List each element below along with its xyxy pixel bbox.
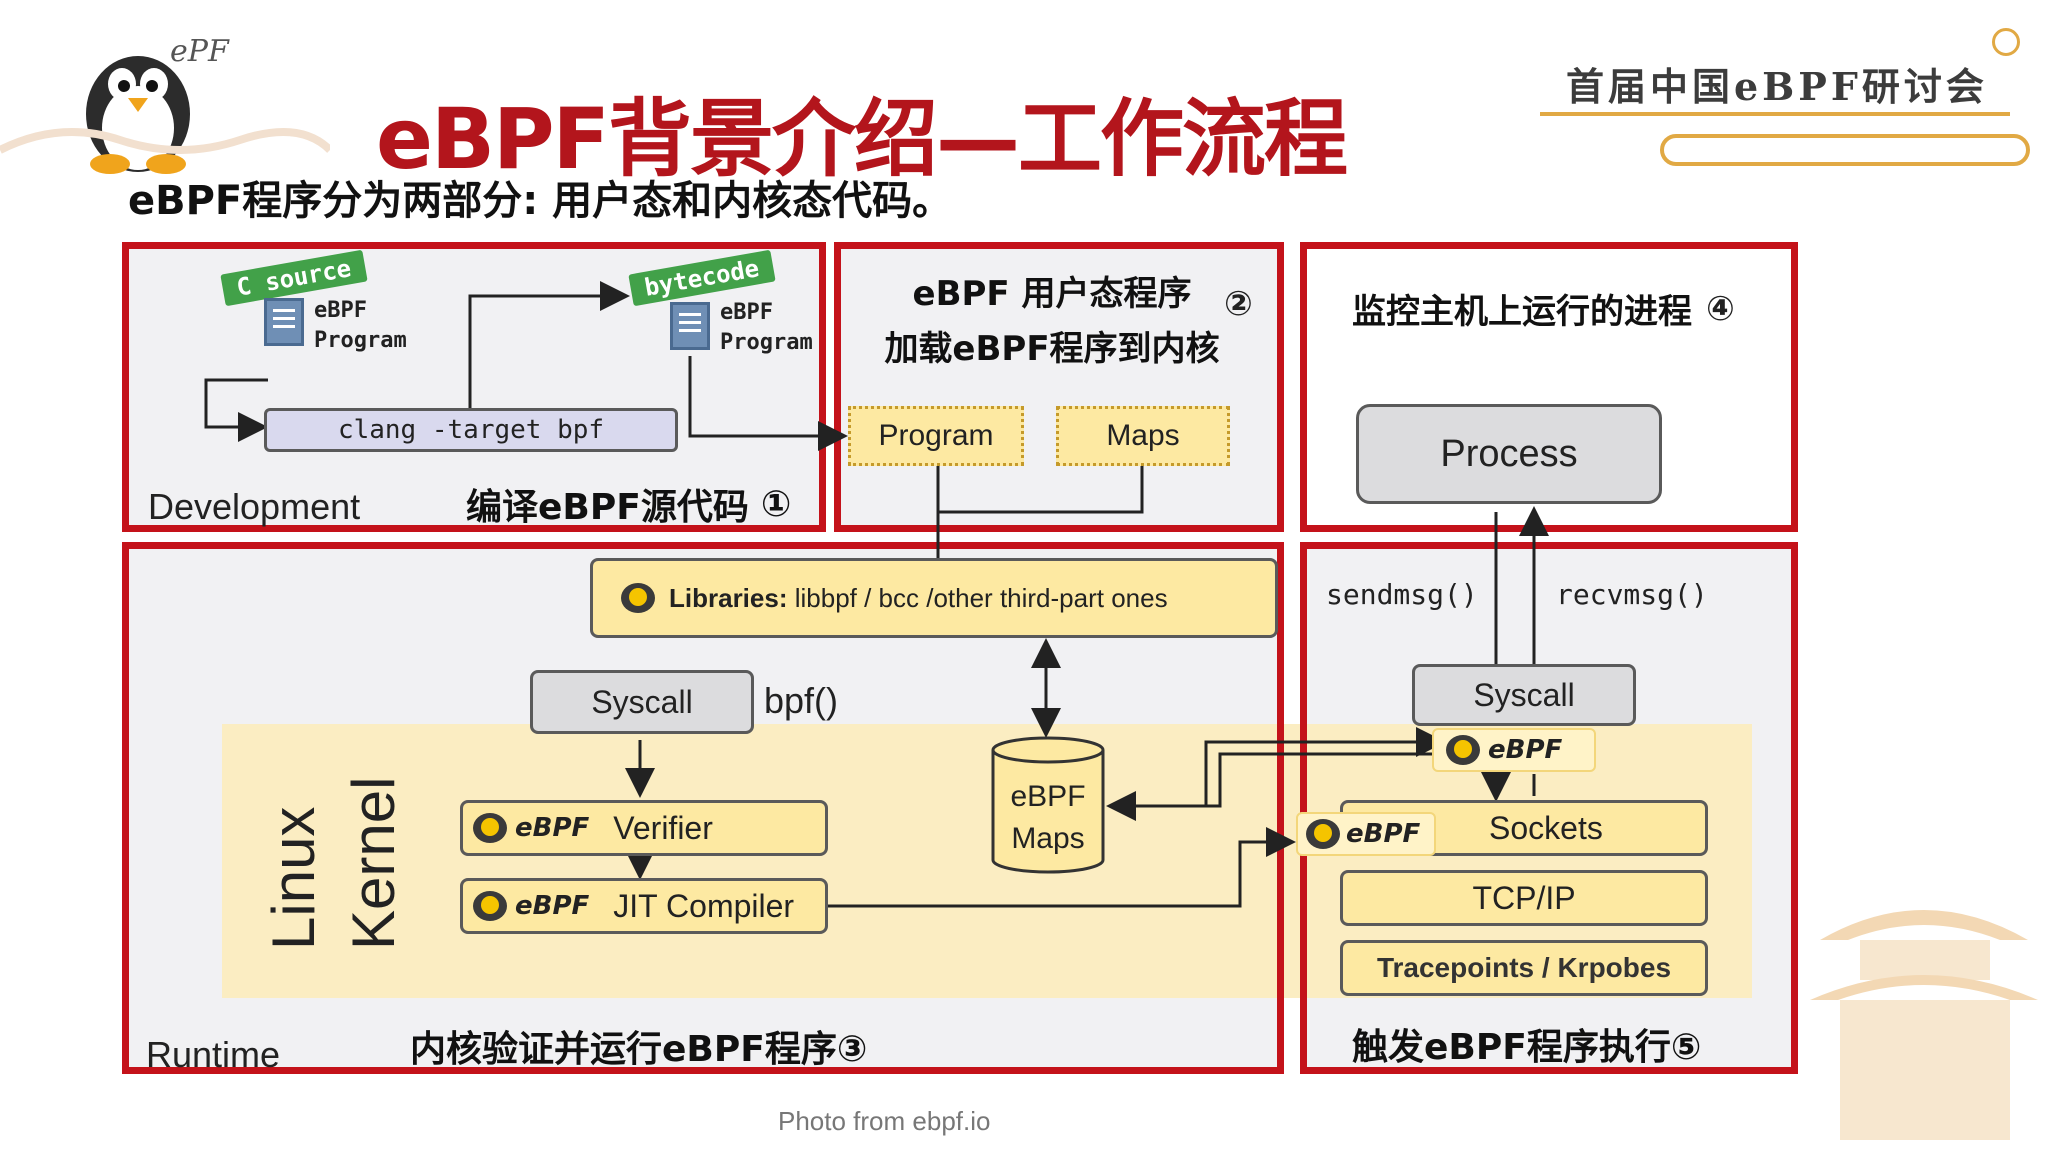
- clang-command: clang -target bpf: [337, 415, 605, 445]
- libraries-bold: Libraries:: [669, 582, 788, 613]
- bee-icon: [473, 813, 507, 843]
- trigger-ebpf-badge: eBPF: [1432, 728, 1596, 772]
- sockets-label: Sockets: [1489, 809, 1603, 846]
- bee-icon: [473, 891, 507, 921]
- trigger-syscall-box: Syscall: [1412, 664, 1636, 726]
- development-label: Development: [148, 486, 361, 527]
- clang-box: clang -target bpf: [264, 408, 678, 452]
- tcpip-box: TCP/IP: [1340, 870, 1708, 926]
- c-source-label-1: eBPF: [314, 298, 367, 323]
- ebpf-tag-verifier: eBPF: [515, 813, 590, 843]
- conference-title: 首届中国eBPF研讨会: [1566, 64, 1988, 109]
- verifier-box: eBPF Verifier: [460, 800, 828, 856]
- libraries-rest: libbpf / bcc /other third-part ones: [787, 582, 1168, 613]
- verifier-label: Verifier: [613, 809, 713, 846]
- step-1-number: ①: [760, 483, 792, 525]
- runtime-syscall-box: Syscall: [530, 670, 754, 734]
- userspace-frame: [834, 242, 1284, 532]
- runtime-frame: [122, 542, 1284, 1074]
- runtime-step: 内核验证并运行eBPF程序③: [410, 1029, 868, 1070]
- process-box: Process: [1356, 404, 1662, 504]
- userspace-maps-label: Maps: [1106, 419, 1180, 452]
- sockets-ebpf-badge: eBPF: [1296, 812, 1436, 856]
- linux-kernel-label: Linux Kernel: [254, 777, 414, 950]
- jit-label: JIT Compiler: [613, 887, 795, 924]
- userspace-line-2: 加载eBPF程序到内核: [884, 329, 1220, 369]
- process-label: Process: [1440, 432, 1578, 475]
- gold-ring-decoration: [1660, 134, 2030, 166]
- ebpf-tag-jit: eBPF: [515, 891, 590, 921]
- jit-compiler-box: eBPF JIT Compiler: [460, 878, 828, 934]
- tracepoints-box: Tracepoints / Krpobes: [1340, 940, 1708, 996]
- sendmsg-label: sendmsg(): [1326, 578, 1478, 611]
- libraries-text: Libraries: libbpf / bcc /other third-par…: [669, 583, 1168, 614]
- userspace-line-1: eBPF 用户态程序: [912, 274, 1192, 314]
- runtime-label: Runtime: [146, 1034, 281, 1075]
- monitor-frame: [1300, 242, 1798, 532]
- c-source-label-2: Program: [314, 328, 407, 353]
- bytecode-label-2: Program: [720, 330, 813, 355]
- photo-credit: Photo from ebpf.io: [778, 1106, 991, 1136]
- trigger-syscall-label: Syscall: [1473, 676, 1575, 713]
- recvmsg-label: recvmsg(): [1556, 578, 1708, 611]
- bee-icon: [1306, 819, 1340, 849]
- cloud-decoration: [0, 110, 333, 170]
- ebpf-tag-sockets: eBPF: [1346, 819, 1421, 849]
- libraries-box: Libraries: libbpf / bcc /other third-par…: [590, 558, 1278, 638]
- page-title: eBPF背景介绍—工作流程: [376, 90, 1348, 188]
- bytecode-label-1: eBPF: [720, 300, 773, 325]
- userspace-program-box: Program: [848, 406, 1024, 466]
- bee-icon: [621, 583, 655, 613]
- c-source-file-icon: [264, 298, 304, 346]
- ebpf-tag-trigger: eBPF: [1488, 735, 1563, 765]
- userspace-heading: eBPF 用户态程序 加载eBPF程序到内核: [852, 266, 1252, 370]
- bytecode-file-icon: [670, 302, 710, 350]
- tcpip-label: TCP/IP: [1472, 879, 1576, 916]
- runtime-syscall-label: Syscall: [591, 683, 693, 720]
- page-subtitle: eBPF程序分为两部分: 用户态和内核态代码。: [128, 178, 953, 224]
- bee-icon: [1446, 735, 1480, 765]
- pagoda-decoration: [1800, 860, 2048, 1152]
- kernel-label: Kernel: [340, 776, 407, 950]
- maps-line-1: eBPF: [1010, 780, 1086, 813]
- step-4-number: ④: [1706, 288, 1735, 329]
- userspace-maps-box: Maps: [1056, 406, 1230, 466]
- development-step-text: 编译eBPF源代码: [466, 487, 749, 528]
- ebpf-maps-label: eBPF Maps: [990, 776, 1106, 860]
- userspace-program-label: Program: [878, 419, 994, 452]
- tracepoints-label: Tracepoints / Krpobes: [1376, 952, 1672, 983]
- development-frame: [122, 242, 826, 532]
- monitor-heading: 监控主机上运行的进程 ④: [1352, 284, 1735, 333]
- maps-line-2: Maps: [1011, 822, 1085, 855]
- userspace-panel: [838, 248, 1278, 526]
- monitor-label: 监控主机上运行的进程: [1352, 292, 1692, 332]
- ebpf-maps-cylinder: [990, 736, 1106, 874]
- trigger-frame: [1300, 542, 1798, 1074]
- sun-icon: [1992, 28, 2020, 56]
- trigger-step: 触发eBPF程序执行⑤: [1352, 1027, 1702, 1068]
- conference-underline: [1540, 112, 2010, 116]
- step-2-number: ②: [1224, 284, 1253, 324]
- development-step: 编译eBPF源代码 ①: [466, 478, 791, 530]
- ebpf-logo: ePF: [170, 34, 229, 69]
- linux-label: Linux: [260, 806, 327, 950]
- bpf-call-label: bpf(): [764, 680, 839, 721]
